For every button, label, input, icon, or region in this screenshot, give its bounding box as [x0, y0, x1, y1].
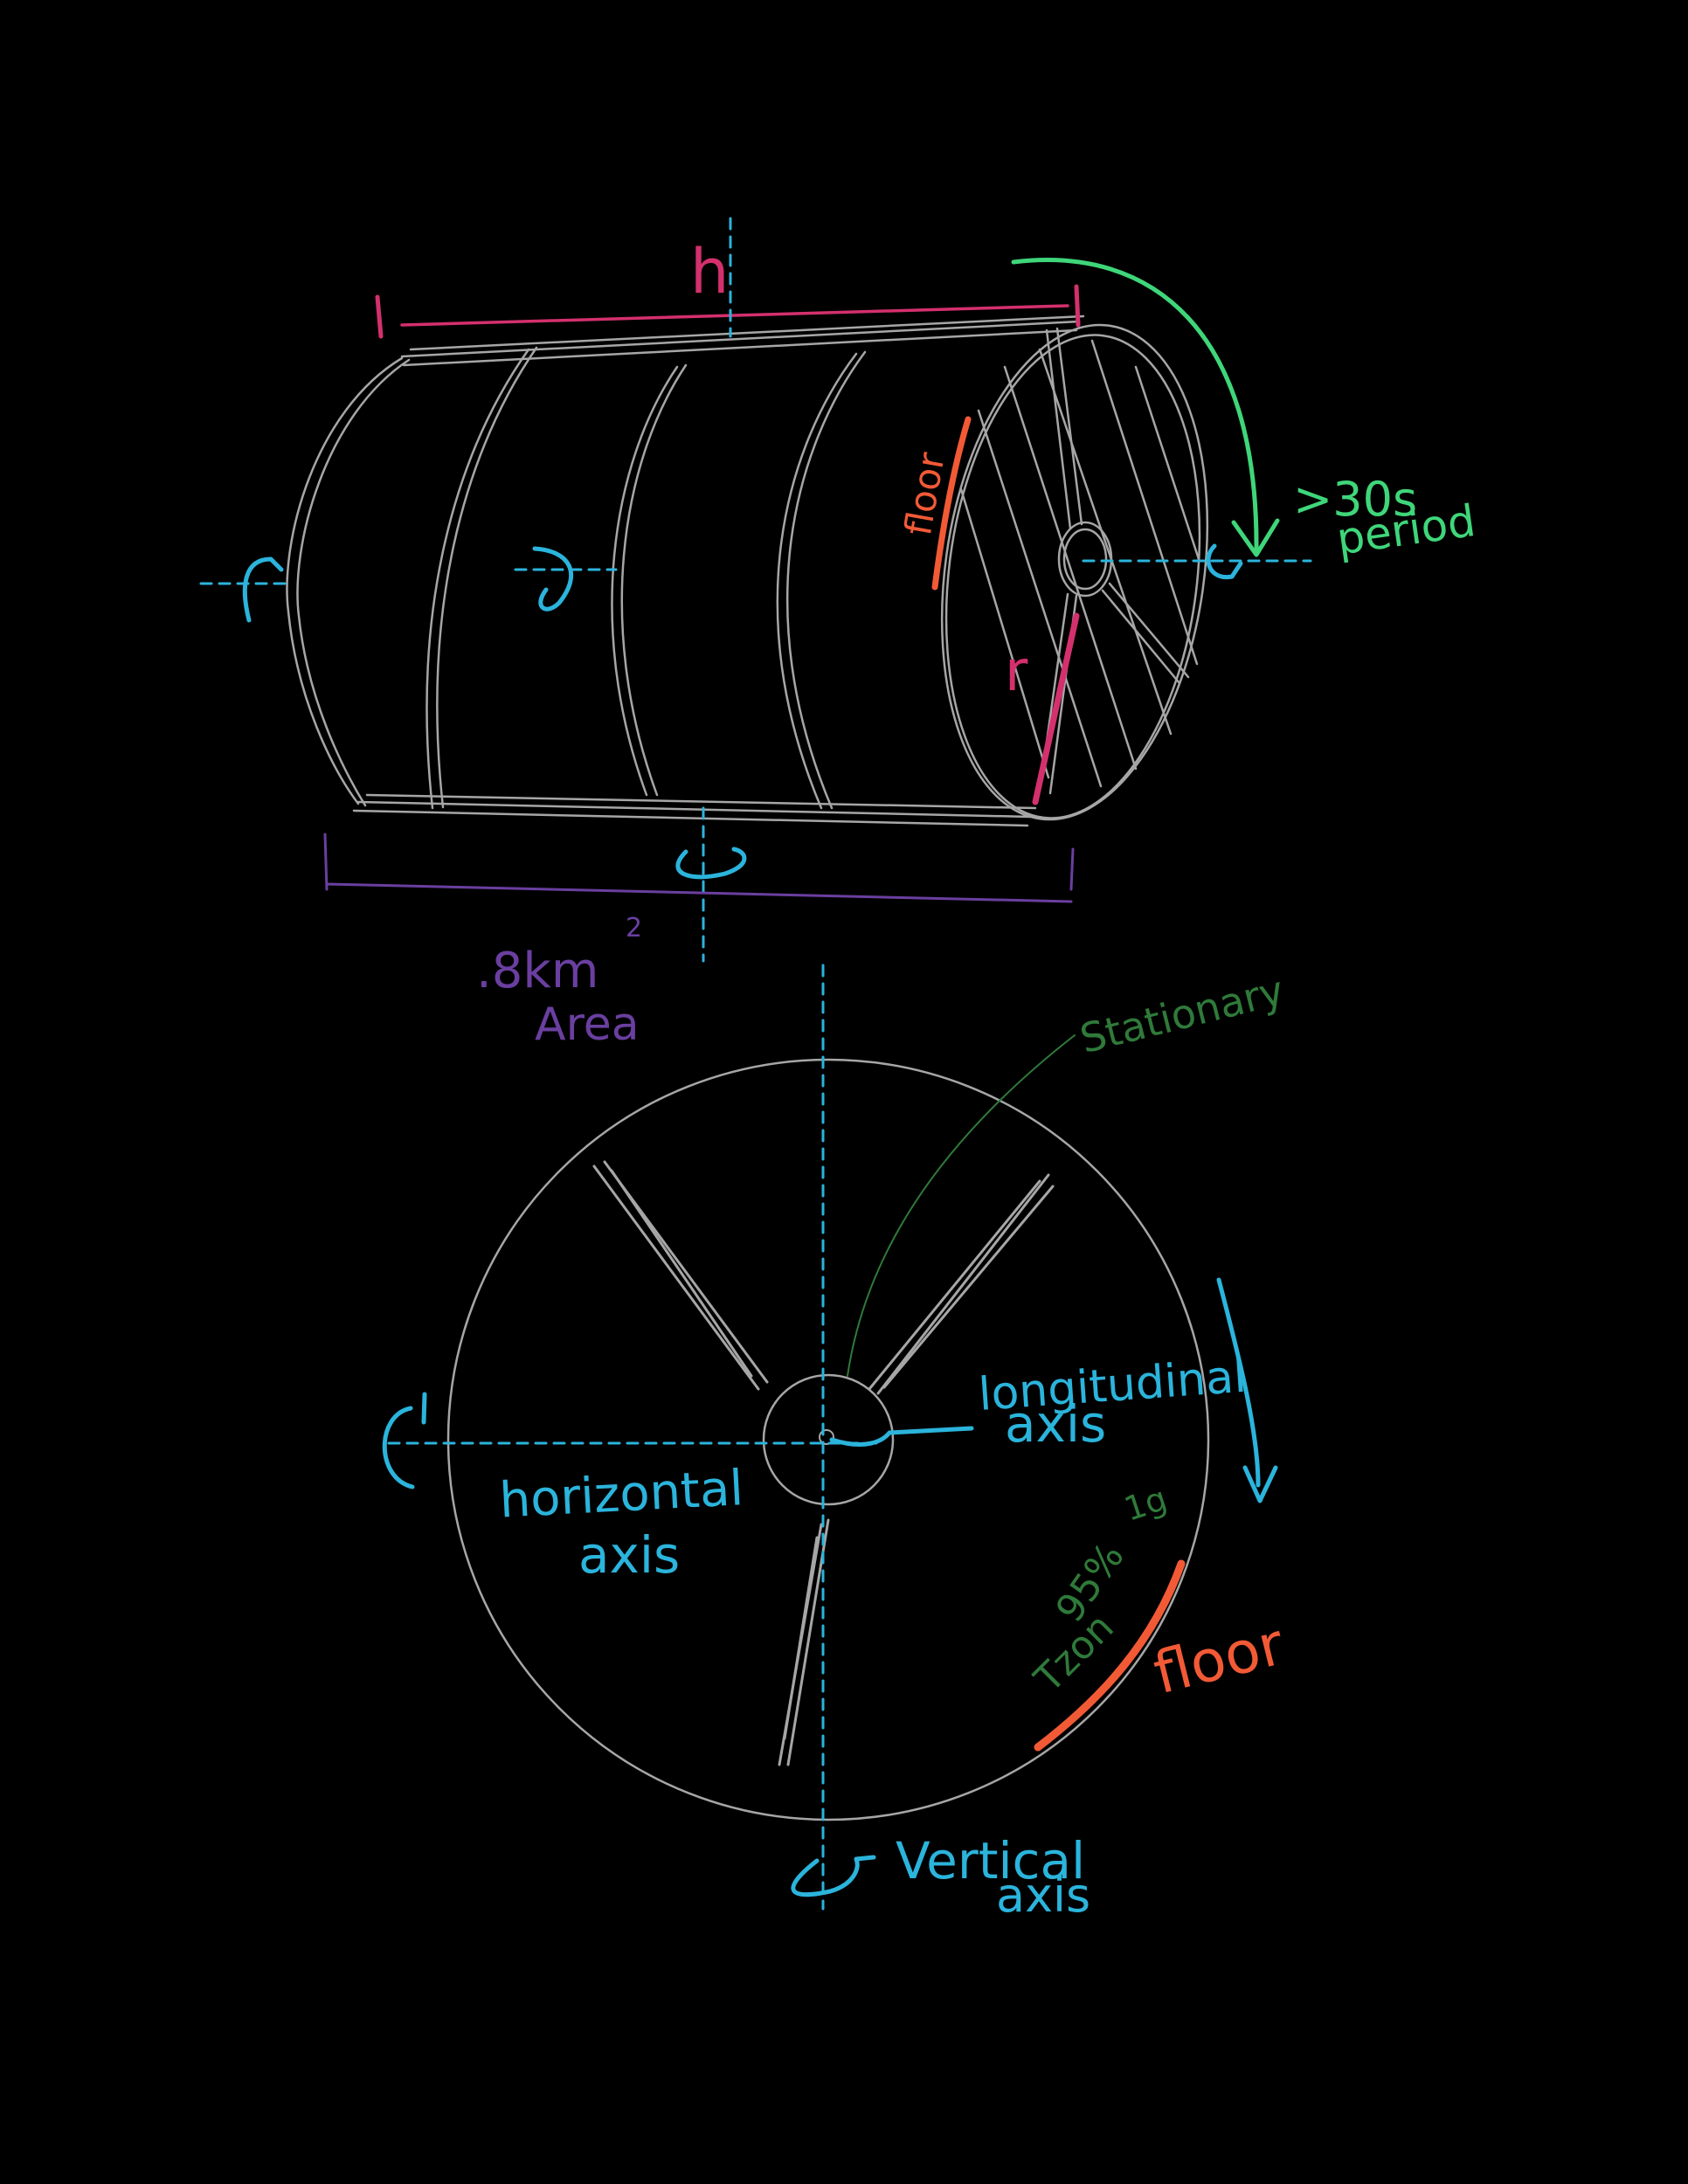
horizontal-label-2: axis — [578, 1525, 680, 1585]
side-view-axes — [199, 217, 1312, 963]
spokes — [592, 1160, 1055, 1766]
radius-label: r — [1005, 639, 1028, 704]
vertical-label-1: Vertical — [896, 1831, 1085, 1890]
central-hub — [762, 1373, 895, 1506]
stationary-label: Stationary — [1076, 966, 1289, 1062]
gravity-label: 1g — [1119, 1479, 1172, 1529]
hub-center — [819, 1429, 834, 1445]
floor-bottom-label: floor — [1147, 1610, 1290, 1707]
cylinder-body — [286, 314, 1209, 827]
horizontal-label-1: horizontal — [498, 1460, 744, 1530]
rotation-arrow-icon — [382, 1277, 1278, 1897]
longitudinal-label-2: axis — [1005, 1394, 1106, 1454]
end-view: floor Stationary 1g 95% Tzon longitudina… — [382, 964, 1291, 1923]
floor-bottom-mark — [1034, 1559, 1186, 1752]
direction-arrow-icon — [1011, 258, 1280, 557]
period-label: >30s — [1293, 472, 1417, 527]
vertical-label-2: axis — [996, 1868, 1090, 1923]
rotation-arrow-icon — [242, 543, 1243, 880]
outer-rim — [446, 1058, 1210, 1821]
end-view-axes — [387, 964, 882, 1911]
height-label: h — [690, 236, 729, 308]
floor-top-mark — [931, 416, 972, 591]
area-dimension — [323, 833, 1075, 903]
height-dimension — [375, 284, 1081, 339]
area-exponent: 2 — [626, 913, 642, 943]
area-value: .8km — [476, 943, 598, 999]
area-word: Area — [535, 999, 640, 1051]
radius-line — [1032, 612, 1080, 805]
cylinder-side-view: h r floor >30s period — [199, 217, 1478, 1051]
stationary-leader — [847, 1034, 1076, 1377]
longitudinal-leader — [829, 1426, 974, 1447]
